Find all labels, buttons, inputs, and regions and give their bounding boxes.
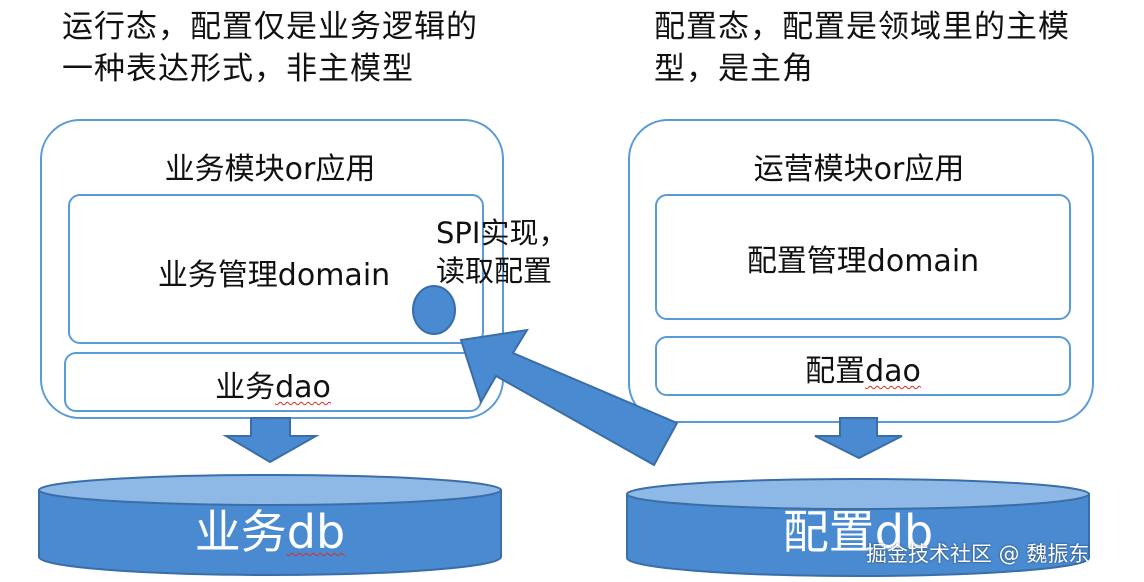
config-dao-label: 配置dao [805,354,921,389]
spi-label: SPI实现，读取配置 [436,216,568,288]
config-domain-label: 配置管理domain [746,244,980,279]
operations-module-title: 运营模块or应用 [753,152,965,187]
config-db-cylinder [626,478,1090,577]
business-domain-box [68,194,484,344]
read-config-arrow [459,328,679,467]
business-dao-label: 业务dao [215,370,331,405]
config-domain-box [655,194,1071,320]
business-dao-box [64,352,482,412]
business-module-title: 业务模块or应用 [164,152,376,187]
config-db-label: 配置db [782,505,934,559]
business-domain-label: 业务管理domain [157,258,391,293]
left-caption: 运行态，配置仅是业务逻辑的一种表达形式，非主模型 [62,9,478,87]
spi-circle [412,285,456,335]
right-down-arrow [814,417,903,460]
watermark: 掘金技术社区 @ 魏振东 [866,542,1090,566]
config-dao-box [655,336,1071,396]
right-caption: 配置态，配置是领域里的主模型，是主角 [654,9,1070,87]
left-down-arrow [222,417,320,464]
business-db-label: 业务db [194,505,346,559]
business-db-cylinder [38,474,502,576]
